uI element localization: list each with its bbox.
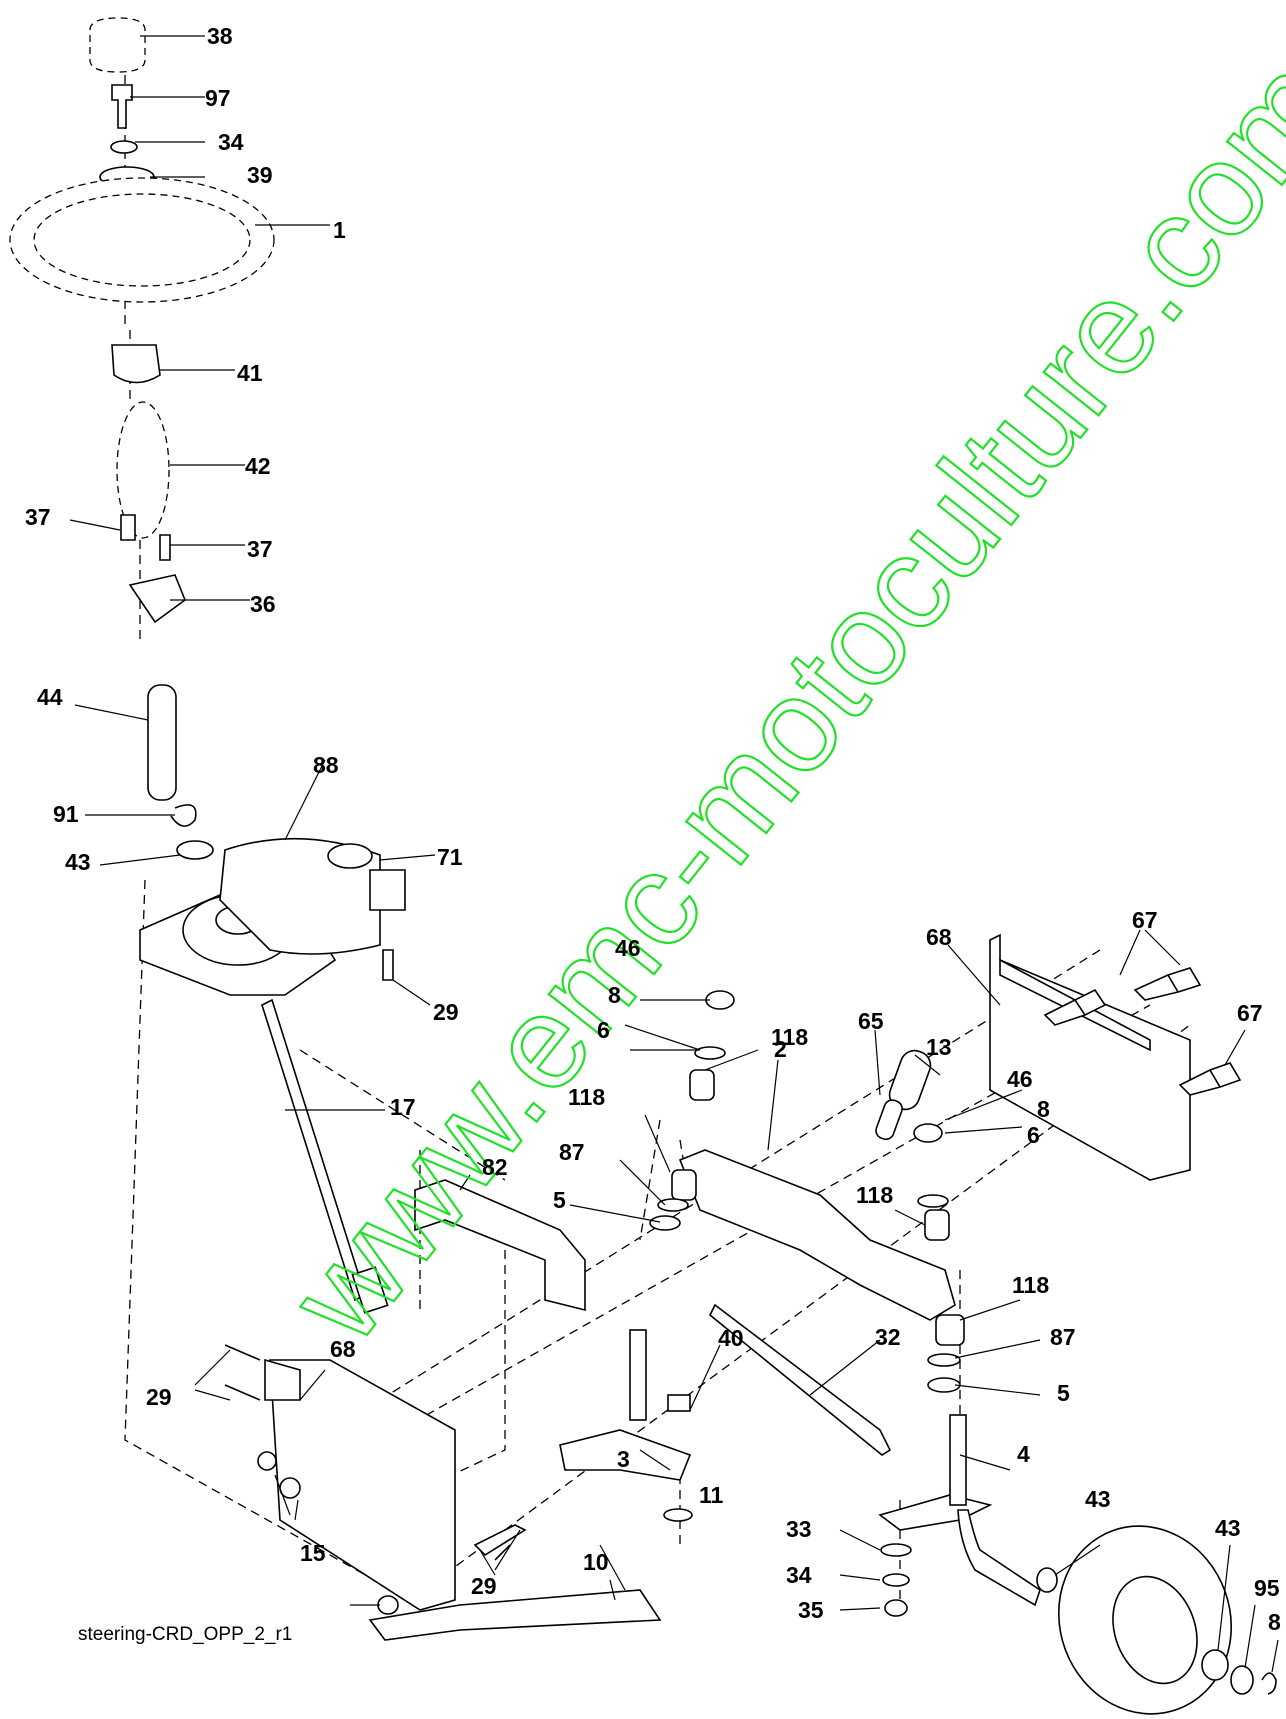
callout-68-left: 68 (330, 1336, 356, 1362)
callout-41: 41 (237, 360, 263, 386)
front-axle-parts (368, 1149, 1041, 1641)
callout-5-right: 5 (1057, 1380, 1070, 1406)
callout-43-gear: 43 (65, 849, 91, 875)
callout-68-right: 68 (926, 924, 952, 950)
callout-43-wheel-inner: 43 (1085, 1486, 1111, 1512)
callout-42: 42 (245, 453, 271, 479)
callout-11: 11 (699, 1482, 724, 1508)
callout-34-lower: 34 (786, 1562, 812, 1588)
callout-32: 32 (875, 1324, 901, 1350)
callout-3: 3 (617, 1446, 630, 1472)
callout-35: 35 (798, 1597, 824, 1623)
callout-97: 97 (205, 85, 231, 111)
callout-91: 91 (53, 801, 79, 827)
leader-lines (69, 35, 1279, 1673)
callout-29-lower: 29 (471, 1573, 497, 1599)
callout-118-right: 118 (856, 1182, 893, 1208)
callout-5-left: 5 (553, 1187, 566, 1213)
callout-8-left: 8 (608, 982, 621, 1008)
callout-34: 34 (218, 129, 244, 155)
callout-71: 71 (437, 844, 463, 870)
callout-8-right: 8 (1037, 1096, 1050, 1122)
callout-88: 88 (313, 752, 339, 778)
callout-15: 15 (300, 1540, 326, 1566)
bracket-plates (264, 933, 1191, 1611)
callout-4: 4 (1017, 1441, 1030, 1467)
callout-87-right: 87 (1050, 1324, 1076, 1350)
callout-40: 40 (718, 1325, 744, 1351)
callout-67-right: 67 (1237, 1000, 1263, 1026)
callout-10: 10 (583, 1549, 609, 1575)
callout-46-right: 46 (1007, 1066, 1033, 1092)
callout-17: 17 (390, 1094, 416, 1120)
callout-46-left: 46 (615, 935, 641, 961)
hardware-parts (224, 967, 1242, 1617)
callout-labels: 38 97 34 39 1 41 42 37 37 36 44 88 91 43… (25, 23, 1281, 1635)
callout-8-wheel: 8 (1268, 1609, 1281, 1635)
callout-6-right: 6 (1027, 1122, 1040, 1148)
callout-13: 13 (926, 1034, 952, 1060)
callout-1: 1 (333, 217, 346, 243)
callout-65: 65 (858, 1008, 884, 1034)
callout-2: 2 (774, 1036, 787, 1062)
callout-118-lower: 118 (1012, 1272, 1049, 1298)
callout-67-top: 67 (1132, 907, 1158, 933)
callout-38: 38 (207, 23, 233, 49)
callout-118-upper: 118 (771, 1024, 808, 1050)
steering-gear-assembly (139, 837, 406, 1314)
callout-29-gear: 29 (433, 999, 459, 1025)
callout-36: 36 (250, 591, 276, 617)
callout-43-wheel-outer: 43 (1215, 1515, 1241, 1541)
callout-95: 95 (1254, 1575, 1280, 1601)
callout-87-left: 87 (559, 1139, 585, 1165)
callout-37-right: 37 (247, 536, 273, 562)
callout-44: 44 (37, 684, 63, 710)
callout-29-upper-left: 29 (146, 1384, 172, 1410)
callout-37-left: 37 (25, 504, 51, 530)
steering-column-parts (9, 17, 275, 860)
diagram-caption: steering-CRD_OPP_2_r1 (78, 1624, 292, 1645)
callout-6-left: 6 (597, 1017, 610, 1043)
callout-33: 33 (786, 1516, 812, 1542)
callout-39: 39 (247, 162, 273, 188)
callout-118-left: 118 (568, 1084, 605, 1110)
callout-82: 82 (482, 1154, 508, 1180)
